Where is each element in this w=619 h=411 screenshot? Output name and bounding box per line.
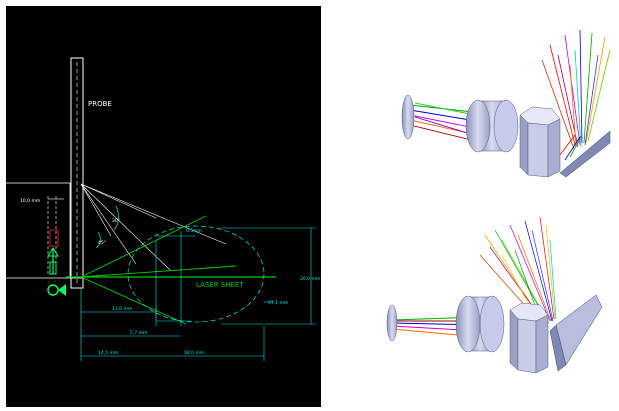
angle-arc-a1	[113, 205, 119, 231]
large-lens-face-bottom	[479, 295, 505, 353]
field-of-view-ellipse	[127, 225, 265, 323]
red-marker	[49, 229, 59, 247]
cad-schematic-panel: PROBE 10,0 mm LASER SHEET 30° 45°	[6, 6, 321, 407]
dim-label-d1: 10,0 mm	[20, 198, 40, 204]
dim-label-d4: 5,7 mm	[130, 330, 147, 336]
large-lens-back-bottom	[455, 295, 481, 353]
hex-prism-side-left-bottom	[509, 309, 519, 371]
large-lens-back-top	[465, 99, 491, 153]
sensor-cone	[58, 284, 66, 296]
ray-trace-top	[401, 29, 611, 178]
ray-fan-top	[541, 29, 611, 161]
probe-label: PROBE	[88, 100, 112, 108]
dim-label-d3: 11,0 mm	[112, 306, 132, 312]
hex-prism-side-front-bottom	[517, 318, 537, 374]
cad-schematic: PROBE 10,0 mm LASER SHEET 30° 45°	[6, 57, 320, 361]
dim-label-d5: 14,5 mm	[98, 350, 118, 356]
sensor-body	[49, 261, 57, 275]
dim-horizontal-set	[80, 288, 265, 361]
large-lens-face-top	[493, 99, 519, 153]
hex-prism-side-front	[527, 122, 549, 178]
laser-rays	[80, 215, 237, 325]
dim-label-d2: 0,5mm	[186, 228, 202, 234]
probe-body	[70, 57, 84, 289]
small-lens-bottom	[386, 304, 398, 342]
hex-prism-side-right-bottom	[535, 314, 549, 374]
dim-label-d8: 37,1 mm	[268, 300, 288, 306]
ray-trace-bottom	[386, 216, 603, 374]
sensor-lens-circle	[47, 284, 59, 296]
probe-rays	[80, 183, 227, 272]
dim-label-d6: 18,0 mm	[184, 350, 204, 356]
housing-outline	[6, 182, 71, 279]
measurement-region	[155, 231, 196, 326]
small-lens-top	[401, 94, 415, 140]
ray-trace-renders	[370, 25, 615, 400]
dim-label-d7: 20,0 mm	[300, 276, 320, 282]
wedge-prism-side	[549, 324, 567, 372]
ray-fan-bottom	[479, 216, 557, 328]
dim-vertical-d7	[221, 227, 316, 325]
hex-prism-side-right	[547, 118, 561, 178]
laser-sheet-label: LASER SHEET	[196, 281, 244, 289]
ray-trace-svg	[386, 29, 611, 374]
angle-label-a2: 45°	[98, 240, 106, 246]
hex-prism-side-left	[519, 114, 529, 176]
sensor-arrow	[47, 247, 59, 257]
mirror-plate-top	[559, 130, 611, 178]
angle-label-a1: 30°	[112, 218, 120, 224]
angle-arc-a2	[95, 231, 101, 249]
